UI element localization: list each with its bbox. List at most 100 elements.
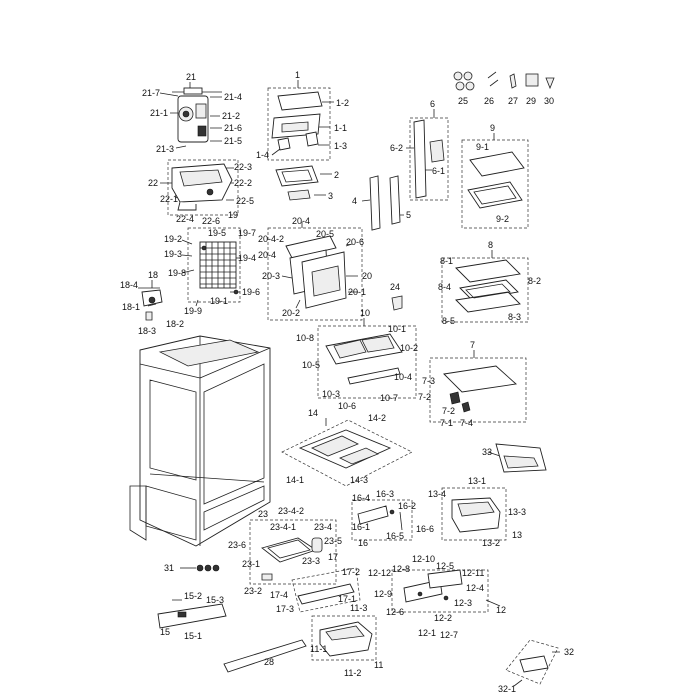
label-17-3: 17-3: [276, 604, 294, 614]
label-32-1: 32-1: [498, 684, 516, 694]
part-18-motor: [141, 289, 163, 321]
part-4-rail: [369, 175, 381, 231]
label-22-5: 22-5: [236, 196, 254, 206]
label-9-1: 9-1: [476, 142, 489, 152]
label-14-2: 14-2: [368, 413, 386, 423]
label-21-2: 21-2: [222, 111, 240, 121]
label-23-5: 23-5: [324, 536, 342, 546]
label-28: 28: [264, 657, 274, 667]
label-10: 10: [360, 308, 370, 318]
part-10-shelf-assembly: [325, 333, 403, 385]
label-19-6: 19-6: [242, 287, 260, 297]
label-24: 24: [390, 282, 400, 292]
label-7-4: 7-4: [460, 418, 473, 428]
label-22-2: 22-2: [234, 178, 252, 188]
part-13-drawer: [451, 497, 501, 533]
part-12-assembly: [403, 569, 463, 603]
part-9-shelf: [467, 151, 525, 209]
label-18-3: 18-3: [138, 326, 156, 336]
label-11-2: 11-2: [344, 668, 361, 678]
label-23-4-1: 23-4-1: [270, 522, 296, 532]
label-26: 26: [484, 96, 494, 106]
label-23-1: 23-1: [242, 559, 260, 569]
label-1-3: 1-3: [334, 141, 347, 151]
label-17: 17: [328, 552, 338, 562]
leader-lines: [138, 80, 560, 687]
label-23-3: 23-3: [302, 556, 320, 566]
label-32: 32: [564, 647, 574, 657]
label-23-6: 23-6: [228, 540, 246, 550]
label-17-2: 17-2: [342, 567, 360, 577]
label-12-9: 12-9: [374, 589, 392, 599]
label-7: 7: [470, 340, 475, 350]
label-1-4: 1-4: [256, 150, 269, 160]
label-2: 2: [334, 170, 339, 180]
label-8-3: 8-3: [508, 312, 521, 322]
label-12-2: 12-2: [434, 613, 452, 623]
label-21-6: 21-6: [224, 123, 242, 133]
label-14-3: 14-3: [350, 475, 368, 485]
label-12-11: 12-11: [462, 568, 484, 578]
label-18-4: 18-4: [120, 280, 138, 290]
label-20-3: 20-3: [262, 271, 280, 281]
label-20-4: 20-4: [292, 216, 310, 226]
label-7-2a: 7-2: [418, 392, 431, 402]
label-19-2: 19-2: [164, 234, 182, 244]
label-20-5: 20-5: [316, 229, 334, 239]
label-12: 12: [496, 605, 506, 615]
label-14: 14: [308, 408, 318, 418]
label-33: 33: [482, 447, 492, 457]
label-12-5: 12-5: [436, 561, 454, 571]
label-27: 27: [508, 96, 518, 106]
label-12-10: 12-10: [412, 554, 435, 564]
label-21-7: 21-7: [142, 88, 160, 98]
label-9-2: 9-2: [496, 214, 509, 224]
label-8-2: 8-2: [528, 276, 541, 286]
label-11: 11: [374, 660, 383, 670]
label-13-2: 13-2: [482, 538, 500, 548]
label-8-4: 8-4: [438, 282, 451, 292]
label-1-2: 1-2: [336, 98, 349, 108]
label-6-2: 6-2: [390, 143, 403, 153]
part-23-assembly: [261, 537, 323, 581]
part-3-bracket: [287, 189, 311, 201]
label-19-1: 19-1: [210, 296, 228, 306]
label-18: 18: [148, 270, 158, 280]
label-10-1: 10-1: [388, 324, 406, 334]
part-2-frame: [275, 165, 319, 187]
label-10-6: 10-6: [338, 401, 356, 411]
label-23-4: 23-4: [314, 522, 332, 532]
label-14-1: 14-1: [286, 475, 304, 485]
label-10-5: 10-5: [302, 360, 320, 370]
label-22-4: 22-4: [176, 214, 194, 224]
label-21: 21: [186, 72, 196, 82]
part-31-screws: [196, 564, 220, 572]
label-9: 9: [490, 123, 495, 133]
label-12-7: 12-7: [440, 630, 458, 640]
part-20-assembly: [285, 235, 347, 309]
label-21-4: 21-4: [224, 92, 242, 102]
label-10-8: 10-8: [296, 333, 314, 343]
label-7-2b: 7-2: [442, 406, 455, 416]
label-18-1: 18-1: [122, 302, 140, 312]
label-16-3: 16-3: [376, 489, 394, 499]
label-12-1: 12-1: [418, 628, 436, 638]
part-5-rail: [389, 175, 401, 225]
label-19: 19: [228, 210, 238, 220]
label-15-1: 15-1: [184, 631, 202, 641]
label-12-12: 12-12: [368, 568, 391, 578]
label-16-5: 16-5: [386, 531, 404, 541]
label-12-8: 12-8: [392, 564, 410, 574]
refrigerator-cabinet: [129, 335, 271, 547]
part-15-rail: [157, 603, 227, 629]
label-23-2: 23-2: [244, 586, 262, 596]
label-11-3: 11-3: [350, 603, 367, 613]
label-5: 5: [406, 210, 411, 220]
part-1-cover-assembly: [271, 91, 323, 151]
label-31: 31: [164, 563, 174, 573]
label-17-1: 17-1: [338, 594, 356, 604]
label-16-1: 16-1: [352, 522, 370, 532]
part-22-housing: [171, 163, 233, 211]
